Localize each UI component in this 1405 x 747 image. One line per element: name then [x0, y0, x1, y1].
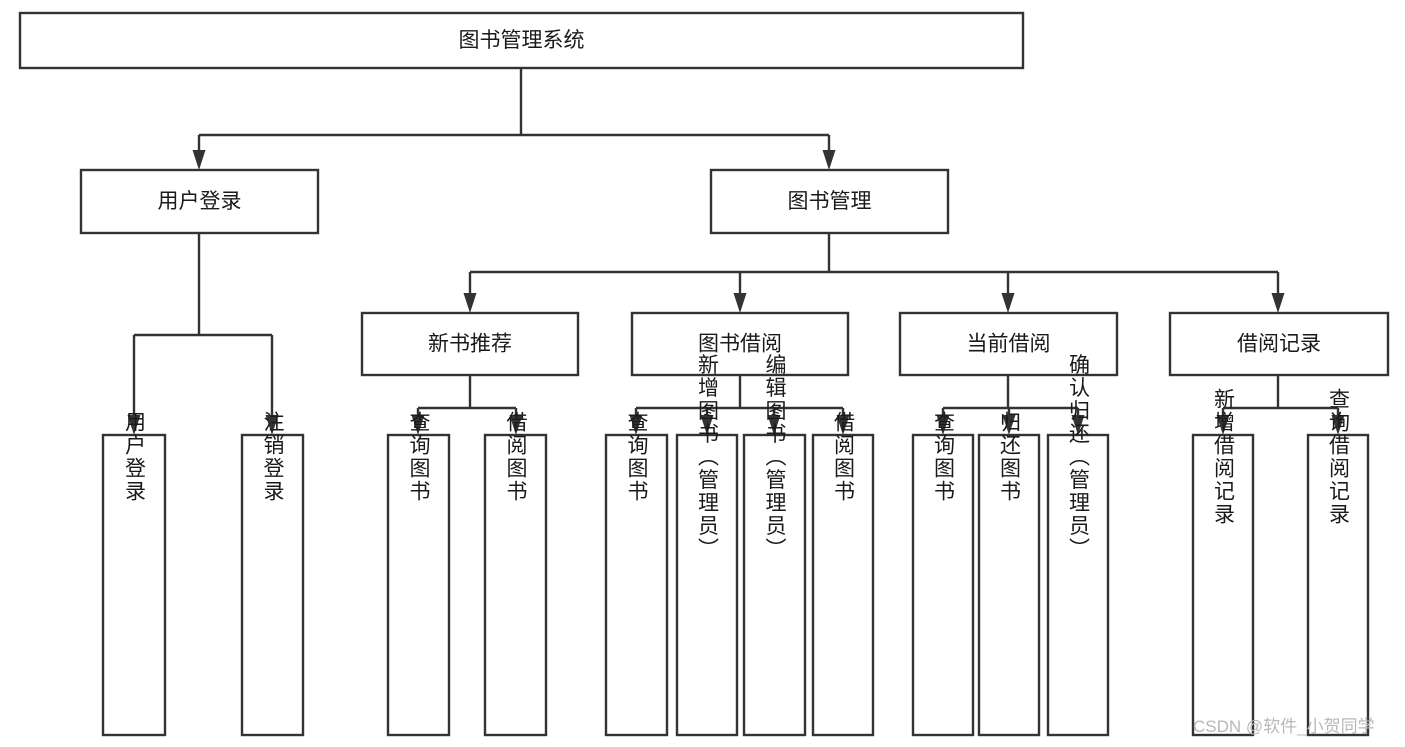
node-label: 新书推荐 [428, 333, 512, 356]
leaf-node-leaf-query-book-rec[interactable]: 查询图书 [386, 411, 451, 737]
node-box[interactable] [101, 433, 167, 737]
leaf-node-leaf-borrow-book[interactable]: 借阅图书 [811, 411, 875, 737]
node-box[interactable] [709, 168, 950, 235]
node-label: 查询图书 [625, 411, 649, 503]
node-label: 查询借阅记录 [1327, 388, 1351, 526]
node-box[interactable] [79, 168, 320, 235]
level2-node-book-borrow[interactable]: 图书借阅 [630, 311, 850, 377]
node-box[interactable] [1306, 433, 1370, 737]
leaf-node-leaf-logout-login[interactable]: 注销登录 [240, 411, 305, 737]
level2-node-new-book-rec[interactable]: 新书推荐 [360, 311, 580, 377]
connector-borrowrecord-to-leaves [1216, 375, 1345, 435]
node-label: 用户登录 [158, 190, 242, 213]
node-box[interactable] [898, 311, 1119, 377]
node-box[interactable] [977, 433, 1041, 737]
leaf-node-leaf-query-record[interactable]: 查询借阅记录 [1306, 388, 1370, 737]
leaf-node-leaf-user-login[interactable]: 用户登录 [101, 411, 167, 737]
connector-newbookrec-to-leaves [411, 375, 523, 435]
node-label: 图书管理系统 [459, 29, 585, 52]
node-box[interactable] [811, 433, 875, 737]
node-box[interactable] [18, 11, 1025, 70]
node-box[interactable] [1168, 311, 1390, 377]
leaf-node-leaf-add-book[interactable]: 新增图书（管理员） [675, 354, 739, 737]
leaf-node-leaf-add-record[interactable]: 新增借阅记录 [1191, 388, 1255, 737]
node-box[interactable] [483, 433, 548, 737]
node-box[interactable] [675, 433, 739, 737]
level2-node-borrow-record[interactable]: 借阅记录 [1168, 311, 1390, 377]
node-box[interactable] [1046, 433, 1110, 737]
level1-node-user-login[interactable]: 用户登录 [79, 168, 320, 235]
connector-bookmanage-to-level2 [463, 233, 1285, 313]
leaf-node-leaf-return-book[interactable]: 归还图书 [977, 411, 1041, 737]
node-label: 注销登录 [261, 411, 285, 503]
csdn-watermark: CSDN @软件_小贺同学 [1193, 717, 1375, 736]
nodes-layer: 图书管理系统用户登录图书管理新书推荐图书借阅当前借阅借阅记录用户登录注销登录查询… [18, 11, 1390, 737]
node-label: 借阅图书 [832, 411, 856, 503]
node-label: 新增借阅记录 [1212, 388, 1236, 526]
node-label: 编辑图书（管理员） [763, 354, 787, 561]
node-label: 新增图书（管理员） [696, 354, 720, 561]
node-box[interactable] [630, 311, 850, 377]
node-label: 查询图书 [932, 411, 956, 503]
node-label: 归还图书 [998, 411, 1022, 503]
level2-node-current-borrow[interactable]: 当前借阅 [898, 311, 1119, 377]
connector-root-to-level1 [192, 68, 836, 170]
connectors-layer [127, 68, 1345, 435]
leaf-node-leaf-confirm-return[interactable]: 确认归还（管理员） [1046, 354, 1110, 737]
node-label: 借阅记录 [1237, 333, 1321, 356]
node-label: 查询图书 [407, 411, 431, 503]
node-label: 当前借阅 [967, 333, 1051, 356]
connector-currentborrow-to-leaves [936, 375, 1085, 435]
leaf-node-leaf-edit-book[interactable]: 编辑图书（管理员） [742, 354, 807, 737]
level1-node-book-manage[interactable]: 图书管理 [709, 168, 950, 235]
node-box[interactable] [911, 433, 975, 737]
node-box[interactable] [360, 311, 580, 377]
node-label: 图书借阅 [698, 333, 782, 356]
node-box[interactable] [742, 433, 807, 737]
connector-bookborrow-to-leaves [629, 375, 850, 435]
leaf-node-leaf-borrow-book-rec[interactable]: 借阅图书 [483, 411, 548, 737]
leaf-node-leaf-query-book-cur[interactable]: 查询图书 [911, 411, 975, 737]
leaf-node-leaf-query-book-borrow[interactable]: 查询图书 [604, 411, 669, 737]
node-label: 用户登录 [123, 411, 147, 503]
node-box[interactable] [386, 433, 451, 737]
node-label: 图书管理 [788, 190, 872, 213]
node-box[interactable] [604, 433, 669, 737]
node-label: 确认归还（管理员） [1067, 354, 1091, 561]
node-label: 借阅图书 [504, 411, 528, 503]
root-node-root[interactable]: 图书管理系统 [18, 11, 1025, 70]
node-box[interactable] [1191, 433, 1255, 737]
node-box[interactable] [240, 433, 305, 737]
connector-userlogin-to-leaves [127, 233, 279, 435]
